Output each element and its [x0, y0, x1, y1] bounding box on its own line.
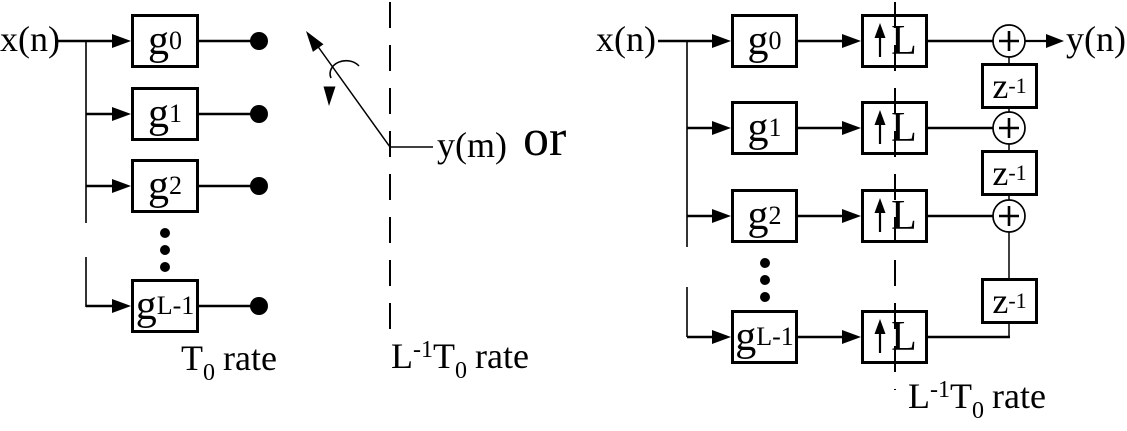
adder-node [992, 111, 1026, 145]
arrowhead-icon [712, 330, 731, 344]
arrowhead-icon [112, 299, 131, 313]
arrowhead-icon [112, 107, 131, 121]
plus-icon [999, 118, 1019, 138]
rate-symbol: L [908, 376, 930, 416]
vertical-ellipsis [760, 258, 770, 302]
commutator-tap-node [250, 297, 268, 315]
up-arrow-icon [874, 319, 886, 353]
upsampler-box: L [861, 310, 928, 364]
filter-symbol: g [148, 163, 169, 209]
rate-symbol: L [391, 336, 413, 376]
vertical-ellipsis [160, 228, 170, 272]
arrowhead-icon [112, 34, 131, 48]
arrowhead-icon [112, 179, 131, 193]
rate-symbol: T [181, 338, 203, 378]
rate-subscript: 0 [203, 360, 215, 387]
rate-subscript: 0 [455, 358, 467, 385]
arrowhead-icon [712, 121, 731, 135]
right-output-rate-label: L-1T0 rate [908, 376, 1046, 423]
commutator-arm [306, 31, 391, 148]
arrowhead-icon [842, 34, 861, 48]
upsample-factor: L [891, 18, 917, 64]
commutator-tap-node [250, 177, 268, 195]
commutator-tap-node [250, 105, 268, 123]
upsampler-box: L [861, 101, 928, 155]
arrowhead-icon [842, 121, 861, 135]
rate-word: rate [475, 336, 529, 376]
delay-symbol: z [992, 281, 1009, 321]
arrowhead-icon [842, 330, 861, 344]
delay-symbol: z [992, 153, 1009, 193]
filter-symbol: g [135, 283, 157, 329]
rate-symbol: T [433, 336, 455, 376]
arrowhead-icon [712, 209, 731, 223]
upsample-factor: L [891, 105, 917, 151]
plus-icon [999, 31, 1019, 51]
filter-symbol: g [735, 314, 757, 360]
upsample-factor: L [891, 193, 917, 239]
arrowhead-icon [712, 34, 731, 48]
up-arrow-icon [874, 110, 886, 144]
filter-symbol: g [747, 193, 769, 239]
adder-node [992, 24, 1026, 58]
delay-box: z-1 [981, 278, 1038, 324]
filter-symbol: g [148, 91, 169, 137]
left-diagram-wires [57, 2, 433, 330]
rate-superscript: -1 [413, 337, 433, 364]
delay-symbol: z [992, 66, 1009, 106]
rate-subscript: 0 [972, 398, 984, 425]
rate-symbol: T [950, 376, 972, 416]
left-output-rate-label: L-1T0 rate [391, 336, 529, 383]
rate-word: rate [223, 338, 277, 378]
left-output-label: y(m) [437, 125, 507, 165]
filter-symbol: g [747, 18, 769, 64]
plus-icon [999, 206, 1019, 226]
rotation-arrow-icon [323, 59, 360, 106]
commutator-tap-node [250, 32, 268, 50]
filter-symbol: g [148, 18, 169, 64]
upsampler-box: L [861, 189, 928, 243]
up-arrow-icon [874, 198, 886, 232]
right-input-label: x(n) [596, 19, 656, 59]
adder-node [992, 199, 1026, 233]
delay-box: z-1 [981, 150, 1038, 196]
upsample-factor: L [891, 314, 917, 360]
arrowhead-icon [1046, 34, 1064, 48]
filter-symbol: g [747, 105, 769, 151]
delay-box: z-1 [981, 63, 1038, 109]
input-rate-label: T0 rate [181, 338, 277, 385]
upsampler-box: L [861, 14, 928, 68]
right-output-label: y(n) [1066, 19, 1126, 59]
rate-word: rate [992, 376, 1046, 416]
rate-superscript: -1 [930, 377, 950, 404]
arrowhead-icon [842, 209, 861, 223]
left-input-label: x(n) [0, 19, 60, 59]
or-conjunction-label: or [523, 110, 567, 167]
up-arrow-icon [874, 23, 886, 57]
